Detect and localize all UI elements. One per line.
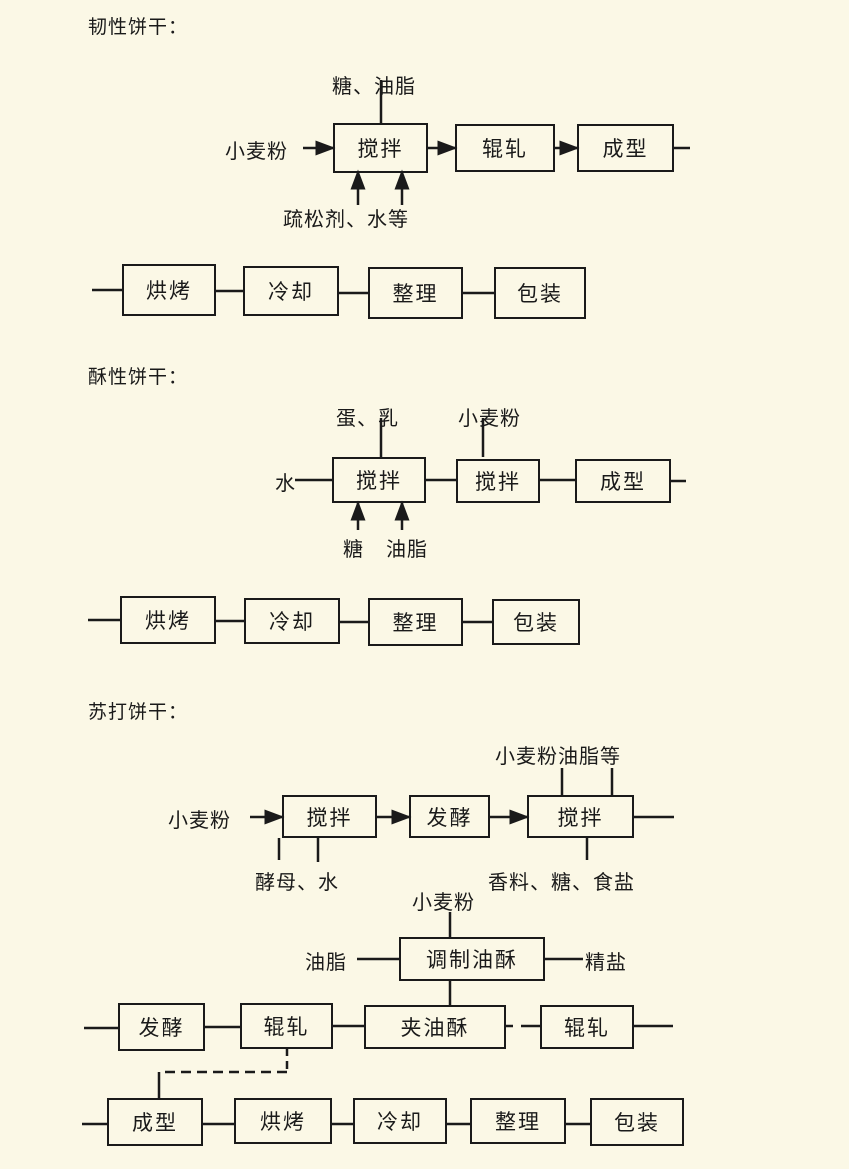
input-label-fat-prep: 油脂: [305, 950, 347, 974]
input-label-yeast-water: 酵母、水: [255, 870, 339, 894]
input-label-fat: 油脂: [386, 537, 428, 561]
step-box-mixing: 搅拌: [333, 123, 428, 173]
input-label-flour: 小麦粉: [225, 139, 288, 163]
step-box-packaging: 包装: [492, 599, 580, 645]
section-title-tough-biscuit: 韧性饼干：: [88, 16, 189, 38]
step-box-rolling-2: 辊轧: [540, 1005, 634, 1049]
step-box-mixing-2: 搅拌: [456, 459, 540, 503]
input-label-flour: 小麦粉: [458, 406, 521, 430]
step-box-cooling: 冷却: [244, 598, 340, 644]
step-box-shortening-prep: 调制油酥: [399, 937, 545, 981]
step-box-fermentation-2: 发酵: [118, 1003, 205, 1051]
input-label-flour-fat-etc: 小麦粉油脂等: [495, 744, 621, 768]
step-box-forming: 成型: [577, 124, 674, 172]
input-label-water: 水: [275, 471, 296, 495]
input-label-flour-fat-prep: 小麦粉: [412, 890, 475, 914]
step-box-baking: 烘烤: [120, 596, 216, 644]
step-box-finishing: 整理: [368, 598, 463, 646]
step-box-rolling: 辊轧: [455, 124, 555, 172]
step-box-finishing: 整理: [368, 267, 463, 319]
step-box-packaging: 包装: [494, 267, 586, 319]
input-label-sugar-fat: 糖、油脂: [332, 74, 416, 98]
input-label-flour: 小麦粉: [168, 808, 231, 832]
step-box-mixing-1: 搅拌: [282, 795, 377, 838]
step-box-mixing-1: 搅拌: [332, 457, 426, 503]
step-box-baking: 烘烤: [234, 1098, 332, 1144]
step-box-baking: 烘烤: [122, 264, 216, 316]
input-label-sugar: 糖: [343, 537, 364, 561]
input-label-egg-milk: 蛋、乳: [336, 406, 399, 430]
step-box-rolling-1: 辊轧: [240, 1003, 333, 1049]
input-label-leavening-water: 疏松剂、水等: [283, 207, 409, 231]
step-box-forming: 成型: [107, 1098, 203, 1146]
step-box-packaging: 包装: [590, 1098, 684, 1146]
step-box-forming: 成型: [575, 459, 671, 503]
step-box-fermentation-1: 发酵: [409, 795, 490, 838]
input-label-refined-salt: 精盐: [585, 950, 627, 974]
step-box-cooling: 冷却: [243, 266, 339, 316]
step-box-cooling: 冷却: [353, 1098, 447, 1144]
step-box-mixing-2: 搅拌: [527, 795, 634, 838]
input-label-spice-sugar-salt: 香料、糖、食盐: [488, 870, 635, 894]
section-title-soda-cracker: 苏打饼干：: [88, 701, 189, 723]
section-title-crisp-biscuit: 酥性饼干：: [88, 366, 189, 388]
step-box-finishing: 整理: [470, 1098, 566, 1144]
step-box-laminating: 夹油酥: [364, 1005, 506, 1049]
